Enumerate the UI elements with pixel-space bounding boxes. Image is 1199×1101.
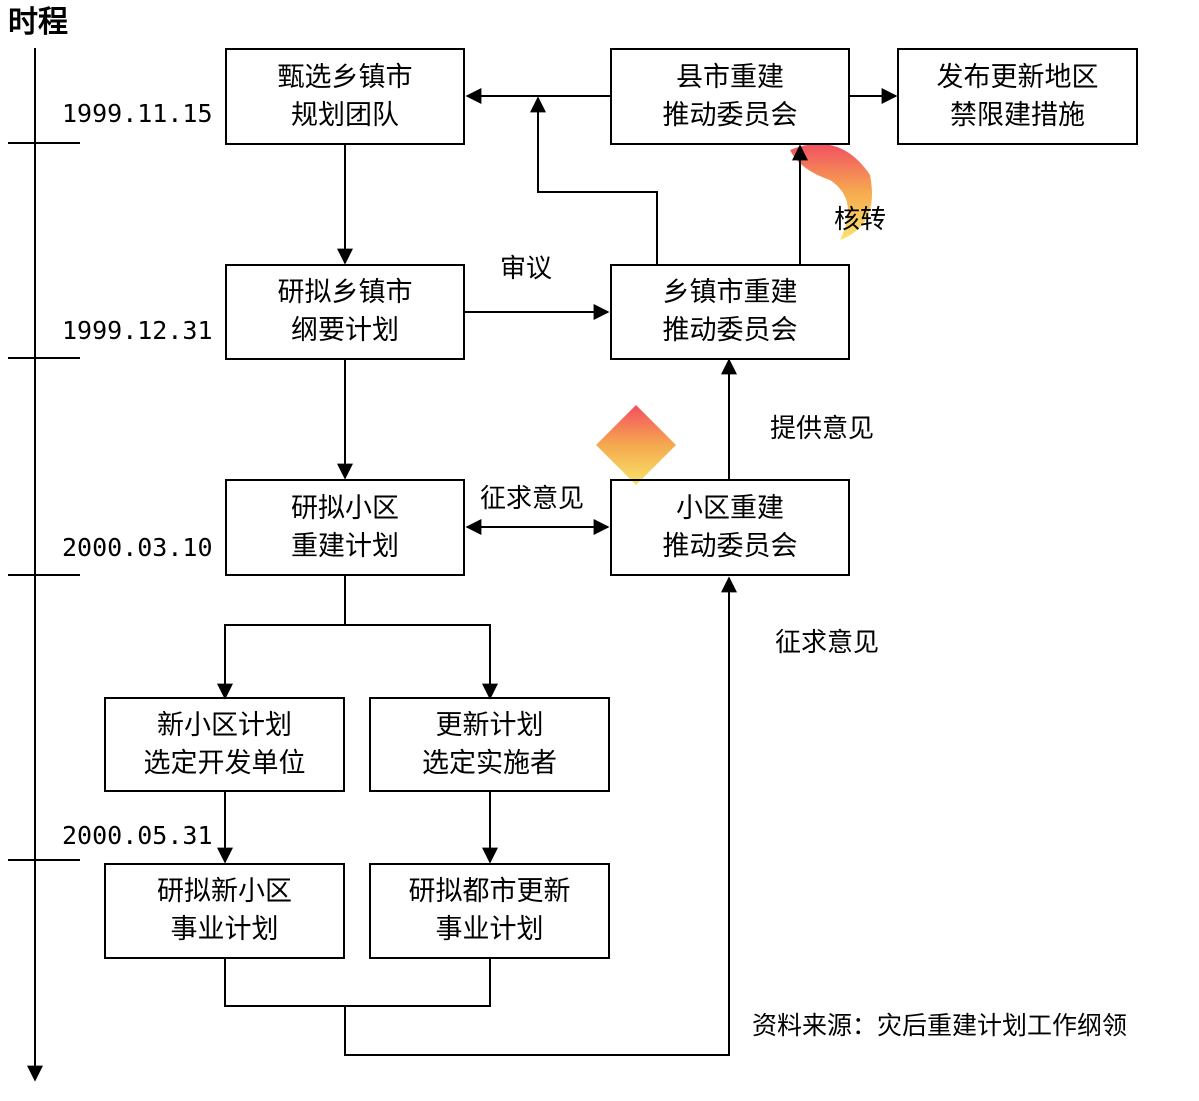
box-line: 县市重建 — [676, 61, 784, 93]
review-label: 审议 — [500, 254, 553, 284]
source-note: 资料来源：灾后重建计划工作纲领 — [752, 1011, 1128, 1040]
time-axis — [8, 48, 80, 1082]
box-line: 推动委员会 — [662, 315, 798, 346]
date-label: 1999.12.31 — [62, 316, 213, 345]
date-label: 1999.11.15 — [62, 99, 213, 128]
provide-opinion-label: 提供意见 — [770, 414, 875, 444]
box-line: 选定开发单位 — [143, 747, 306, 779]
new-community-developer-box: 新小区计划 选定开发单位 — [104, 697, 345, 792]
urban-renewal-project-box: 研拟都市更新 事业计划 — [369, 863, 610, 959]
axis-title: 时程 — [8, 5, 68, 40]
renewal-implementer-box: 更新计划 选定实施者 — [369, 697, 610, 792]
box-line: 甄选乡镇市 — [277, 61, 413, 93]
watermark-logo — [426, 143, 872, 682]
box-line: 推动委员会 — [662, 99, 798, 131]
box-line: 纲要计划 — [291, 315, 399, 346]
box-line: 事业计划 — [170, 914, 279, 945]
solicit-opinion-label: 征求意见 — [775, 628, 880, 658]
box-line: 研拟乡镇市 — [277, 277, 413, 308]
county-committee-box: 县市重建 推动委员会 — [610, 48, 850, 145]
box-line: 推动委员会 — [662, 530, 798, 562]
box-line: 事业计划 — [435, 914, 544, 945]
date-label: 2000.03.10 — [62, 533, 213, 562]
box-line: 发布更新地区 — [936, 61, 1099, 93]
box-line: 新小区计划 — [157, 709, 292, 741]
solicit-opinion-label: 征求意见 — [480, 484, 585, 514]
publish-restrictions-box: 发布更新地区 禁限建措施 — [897, 48, 1138, 145]
box-line: 研拟小区 — [291, 492, 399, 524]
box-line: 研拟都市更新 — [408, 876, 571, 907]
box-line: 重建计划 — [291, 530, 399, 562]
box-line: 更新计划 — [435, 709, 544, 741]
box-line: 禁限建措施 — [950, 99, 1085, 131]
box-line: 选定实施者 — [422, 747, 557, 779]
box-line: 乡镇市重建 — [662, 277, 798, 308]
date-label: 2000.05.31 — [62, 821, 213, 850]
new-community-project-box: 研拟新小区 事业计划 — [104, 863, 345, 959]
town-committee-box: 乡镇市重建 推动委员会 — [610, 264, 850, 360]
community-committee-box: 小区重建 推动委员会 — [610, 479, 850, 576]
box-line: 小区重建 — [676, 492, 784, 524]
connectors — [217, 88, 898, 1056]
draft-community-plan-box: 研拟小区 重建计划 — [225, 479, 465, 576]
select-team-box: 甄选乡镇市 规划团队 — [225, 48, 465, 145]
box-line: 研拟新小区 — [157, 876, 292, 907]
box-line: 规划团队 — [291, 99, 399, 131]
transfer-label: 核转 — [834, 205, 887, 235]
draft-outline-box: 研拟乡镇市 纲要计划 — [225, 264, 465, 360]
